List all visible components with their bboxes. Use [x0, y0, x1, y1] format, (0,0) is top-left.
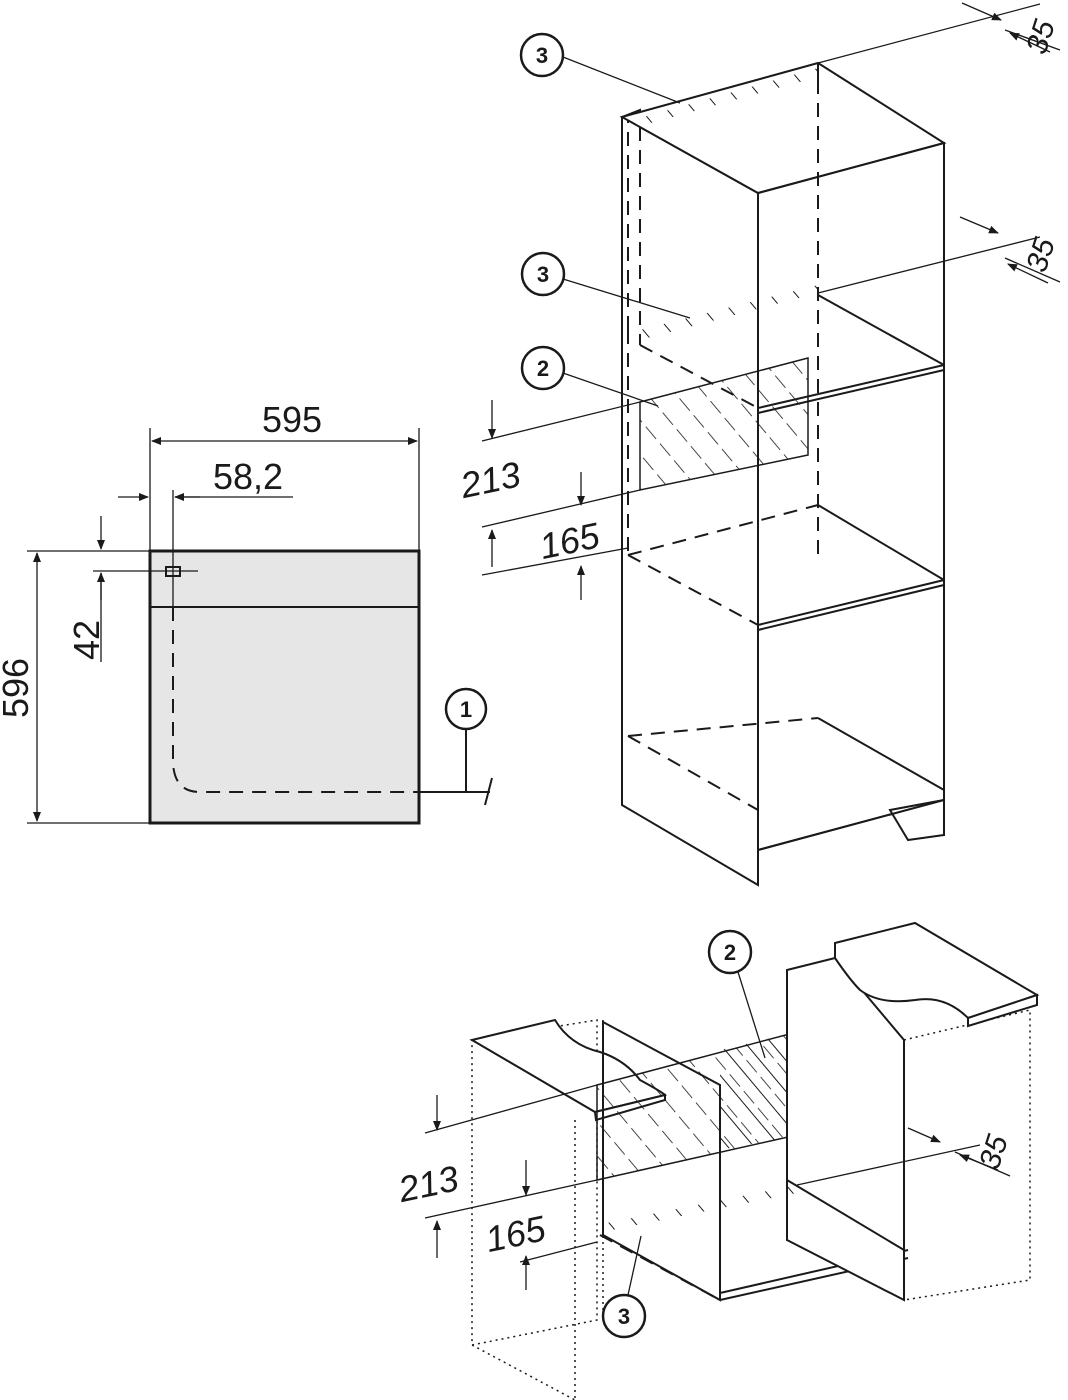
offset-label: 58,2 — [213, 456, 283, 497]
top-gap-label: 35 — [1020, 16, 1062, 58]
right-unit-side — [786, 956, 905, 1302]
cabinet-left-side — [621, 108, 759, 887]
base-niche-height-label: 213 — [394, 1157, 462, 1210]
top-gap-extension-1 — [817, 3, 1041, 64]
upper-shelf-side — [817, 294, 945, 366]
hidden-bottom-back — [627, 717, 819, 737]
niche-height-label: 213 — [456, 453, 524, 506]
niche-visible-hatch — [720, 1032, 797, 1150]
niche-bottom-extension — [481, 489, 641, 528]
bottom-shelf-side — [817, 717, 945, 791]
cable-end-tick — [484, 777, 493, 806]
base-niche-bottom-extension — [424, 1179, 598, 1219]
top-vent-slots — [640, 68, 818, 126]
hidden-lower-shelf-edge — [627, 554, 759, 626]
callout-2-niche-leader — [562, 372, 659, 407]
callout-3-top-label: 3 — [536, 43, 548, 68]
callout-1-circle — [444, 687, 488, 731]
base-inner-extension — [519, 1241, 598, 1263]
top-offset-label: 42 — [66, 620, 107, 660]
left-cabinet-base — [471, 1344, 576, 1400]
shelf-gap-arrow-1 — [959, 216, 999, 234]
right-worktop — [834, 921, 1040, 1020]
base-gap-leader — [954, 1151, 1011, 1177]
cabinet-bottom-line — [757, 799, 945, 851]
shelf-gap-leader — [1004, 257, 1061, 283]
callout-3-base-label: 3 — [618, 1304, 630, 1329]
top-gap-leader — [1004, 29, 1061, 51]
base-gap-label: 35 — [973, 1131, 1015, 1173]
callout-3-base-leader — [627, 1235, 642, 1296]
cabinet-right-edge — [757, 141, 945, 852]
tall-cabinet-view: 35 35 213 165 3 3 2 — [456, 2, 1062, 887]
right-unit-dotted — [903, 1009, 1031, 1301]
inner-height-label: 165 — [536, 514, 604, 567]
shelf-vent-slots — [640, 285, 818, 340]
callout-2-base-label: 2 — [724, 940, 736, 965]
appliance-front — [148, 549, 421, 825]
appliance-front-view: 595 58,2 596 42 1 — [0, 399, 493, 825]
callout-2-niche-circle — [520, 345, 566, 391]
callout-3-top-leader — [562, 56, 681, 104]
hidden-bottom-edge — [627, 735, 759, 811]
base-inner-height-label: 165 — [482, 1207, 550, 1260]
callout-3-shelf-leader — [562, 278, 691, 319]
base-vent-slots — [597, 1185, 797, 1233]
height-label: 596 — [0, 658, 36, 718]
right-unit-bottom — [786, 1179, 905, 1251]
cabinet-plinth-right — [888, 798, 945, 842]
callout-2-base-circle — [707, 929, 753, 975]
base-cabinet-view: 213 165 35 2 3 — [394, 921, 1040, 1400]
base-gap-extension — [796, 1144, 981, 1186]
right-worktop-edge — [967, 993, 1038, 1028]
niche-opening-hatch — [639, 357, 809, 491]
top-gap-arrow-1 — [961, 2, 1002, 21]
shelf-gap-extension — [817, 236, 1041, 294]
base-niche-top-extension — [424, 1084, 598, 1134]
lower-shelf-front-2 — [757, 584, 945, 631]
callout-3-top-circle — [519, 32, 565, 78]
lower-shelf-side — [817, 504, 945, 581]
base-gap-arrow-1 — [907, 1127, 941, 1143]
callout-2-base-leader — [737, 971, 766, 1059]
callout-3-base-circle — [601, 1293, 647, 1339]
callout-3-shelf-circle — [520, 251, 566, 297]
shelf-gap-arrow-2 — [1007, 263, 1049, 284]
callout-3-shelf-label: 3 — [537, 262, 549, 287]
niche-top-extension — [481, 401, 641, 442]
callout-2-niche-label: 2 — [537, 356, 549, 381]
inner-bottom-extension — [481, 547, 629, 576]
lower-shelf-front — [757, 579, 945, 626]
width-label: 595 — [262, 399, 322, 440]
hidden-lower-back-edge — [627, 504, 819, 556]
callout-1-label: 1 — [460, 697, 472, 722]
top-gap-arrow-2 — [1009, 32, 1051, 53]
